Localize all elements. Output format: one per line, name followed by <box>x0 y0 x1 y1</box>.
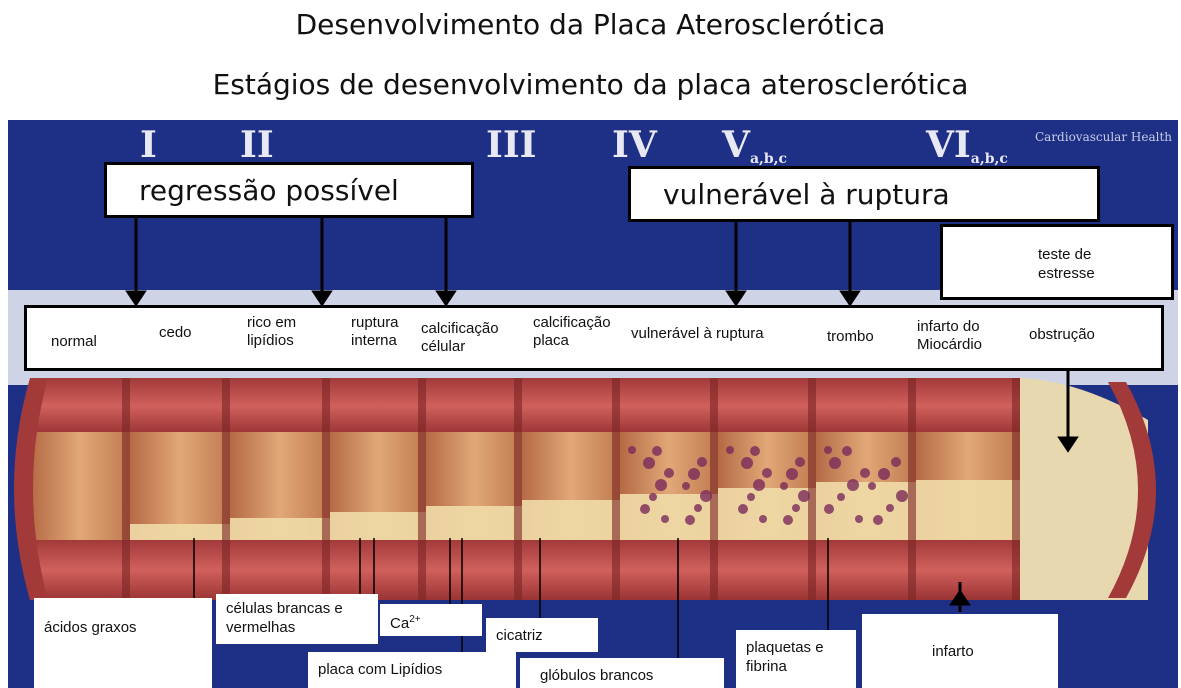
stage-label-plaque-calcification: calcificação placa <box>533 314 633 350</box>
brand-text: Cardiovascular Health <box>1035 130 1172 144</box>
artery-illustration-panel: I II III IV Va,b,c VIa,b,c Cardiovascula… <box>8 120 1178 688</box>
stage-numeral-1: I <box>140 124 157 166</box>
artery-segment-4 <box>330 378 426 600</box>
stage-label-internal-rupture: ruptura interna <box>351 314 423 350</box>
diagram-title: Desenvolvimento da Placa Aterosclerótica <box>0 8 1181 41</box>
arrow-regression-1 <box>128 218 144 304</box>
artery-segment-9 <box>816 378 916 600</box>
artery-segment-3 <box>230 378 330 600</box>
artery-segment-10 <box>916 378 1020 600</box>
label-white-cells: glóbulos brancos <box>520 658 724 688</box>
artery-segment-2 <box>130 378 230 600</box>
stage-label-early: cedo <box>159 324 192 342</box>
group-regression-box: regressão possível <box>104 162 474 218</box>
label-calcium: Ca2+ <box>380 604 482 636</box>
label-blood-cells: células brancas e vermelhas <box>216 594 378 644</box>
stage-numeral-3: III <box>486 124 537 166</box>
artery-segment-1 <box>30 378 130 600</box>
stage-labels-bar: normal cedo rico em lipídios ruptura int… <box>24 305 1164 371</box>
stage-label-cellular-calcification: calcificação célular <box>421 320 521 356</box>
stage-numeral-5: Va,b,c <box>722 124 787 167</box>
diagram-subtitle: Estágios de desenvolvimento da placa ate… <box>0 68 1181 101</box>
group-vulnerable-box: vulnerável à ruptura <box>628 166 1100 222</box>
stage-numeral-6: VIa,b,c <box>926 124 1008 167</box>
label-lipid-plaque: placa com Lipídios <box>308 652 516 688</box>
arrow-vulnerable-1 <box>728 222 744 304</box>
stage-label-myocardial-infarction: infarto do Miocárdio <box>917 318 1017 354</box>
artery-segment-5 <box>426 378 522 600</box>
stage-numeral-4: IV <box>612 124 657 166</box>
label-infarct: infarto <box>862 614 1058 688</box>
arrow-regression-3 <box>438 218 454 304</box>
stage-label-vulnerable: vulnerável à ruptura <box>631 325 764 343</box>
artery-segment-6 <box>522 378 620 600</box>
arrow-vulnerable-2 <box>842 222 858 304</box>
stage-label-normal: normal <box>51 333 97 351</box>
stress-test-box: teste de estresse <box>940 224 1174 300</box>
stage-label-obstruction: obstrução <box>1029 326 1095 344</box>
label-scar: cicatriz <box>486 618 598 652</box>
artery-segment-7 <box>620 378 718 600</box>
arrow-regression-2 <box>314 218 330 304</box>
label-fatty-acids: ácidos graxos <box>34 598 212 688</box>
label-platelets-fibrin: plaquetas e fibrina <box>736 630 856 688</box>
stage-label-lipid-rich: rico em lipídios <box>247 314 329 350</box>
artery-segment-8 <box>718 378 816 600</box>
stage-numeral-2: II <box>240 124 274 166</box>
stage-label-thrombus: trombo <box>827 328 874 346</box>
